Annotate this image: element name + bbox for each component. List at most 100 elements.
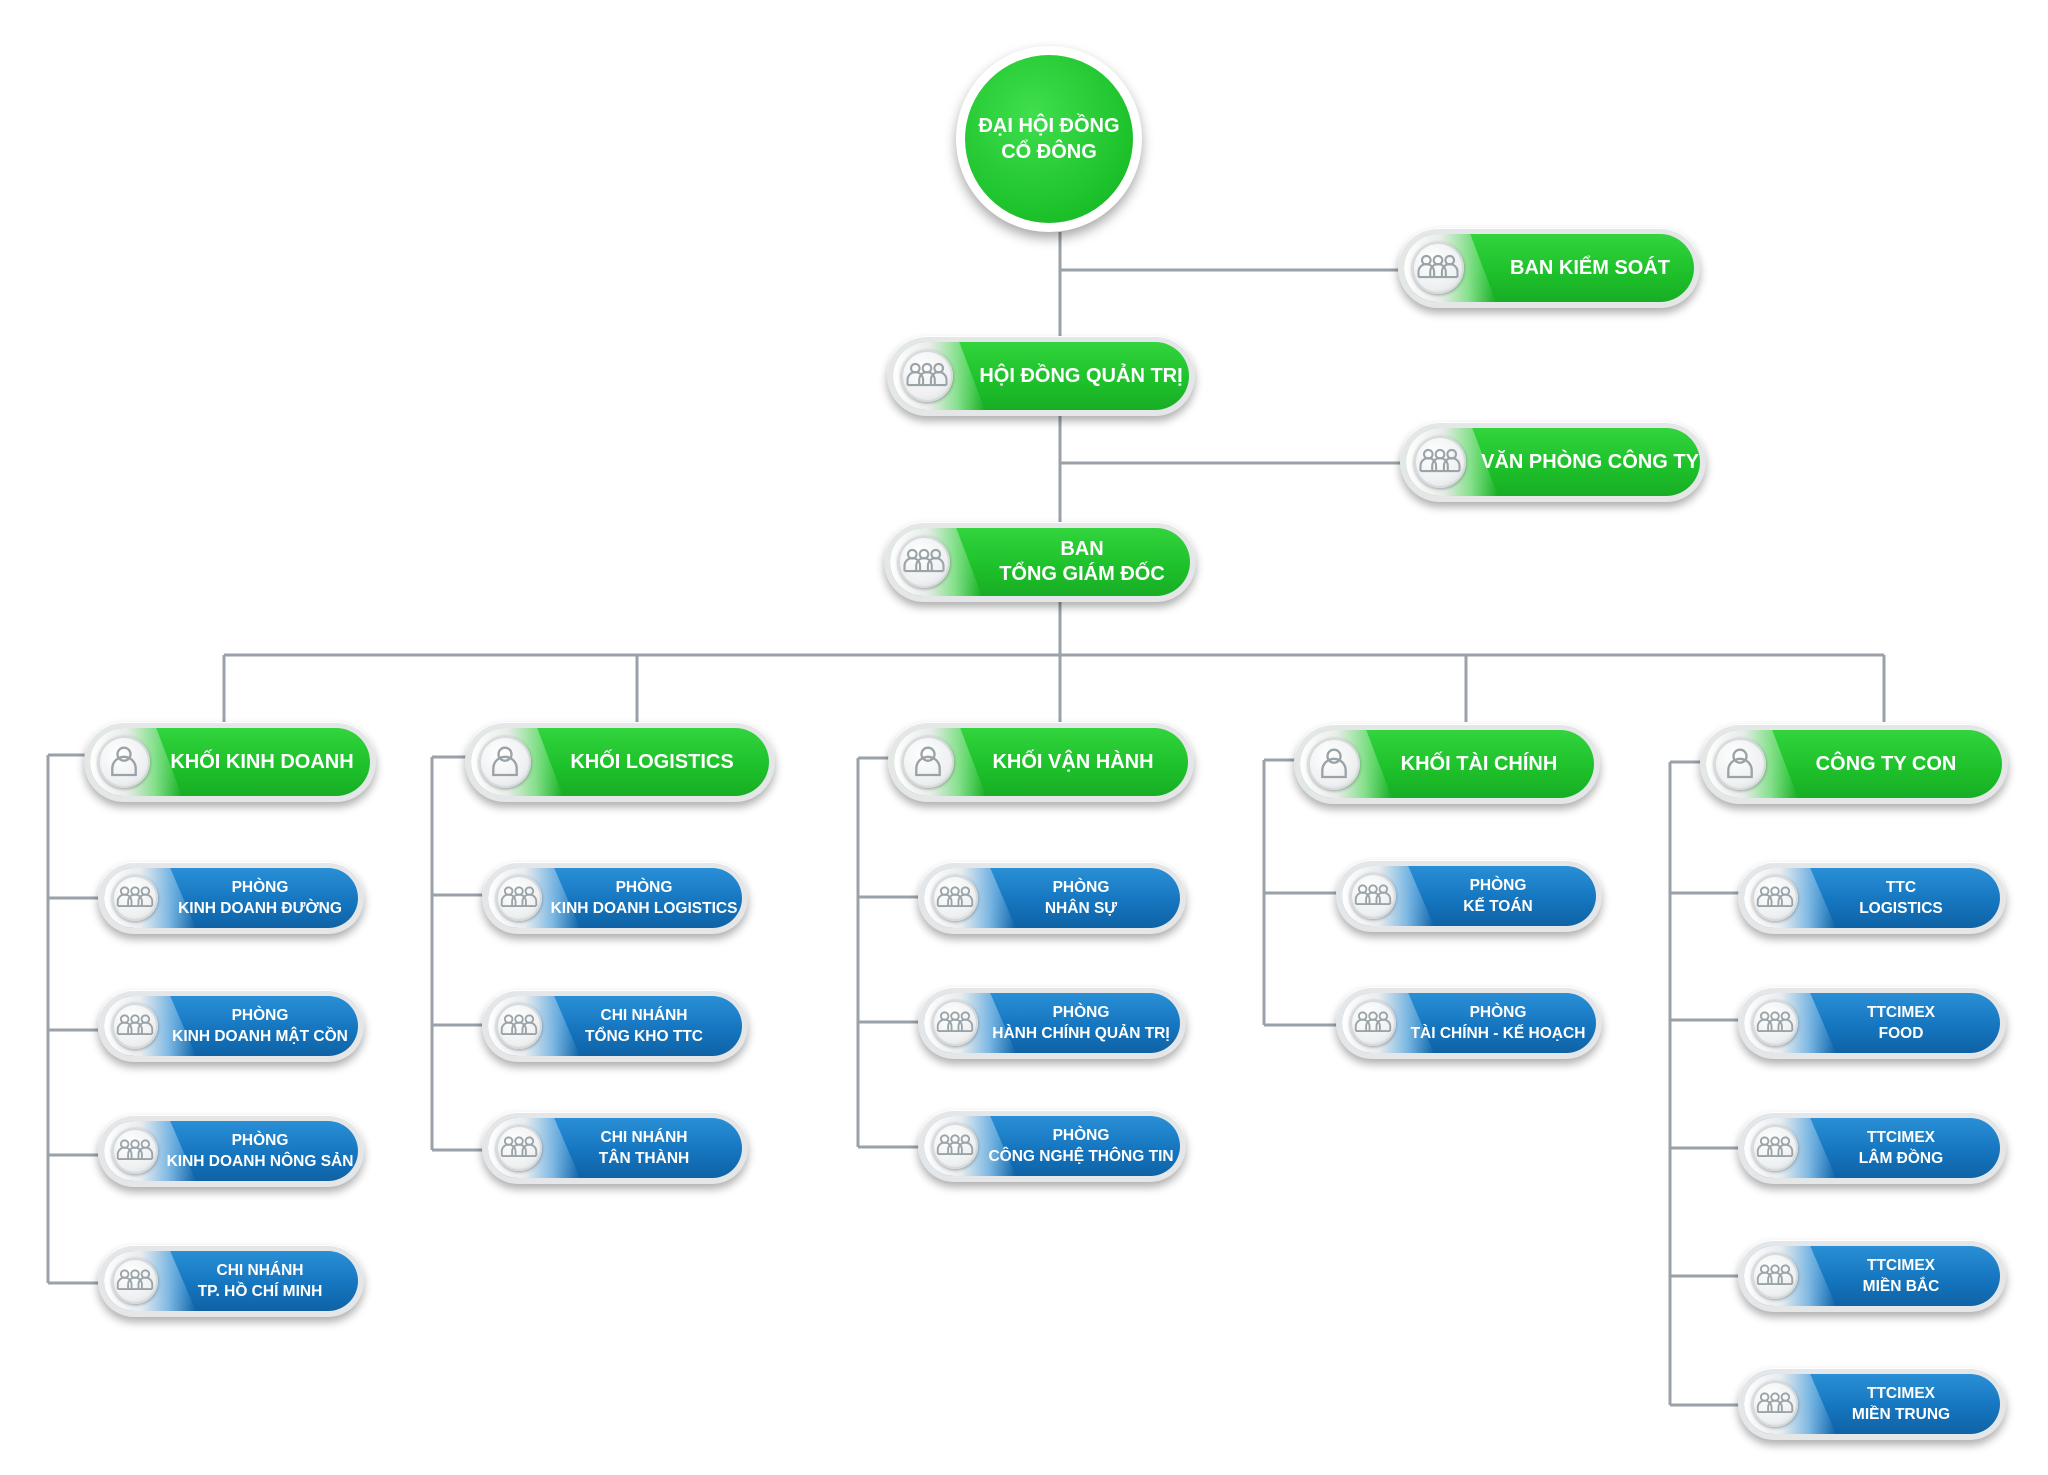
- node-hoi-dong-quan-tri: HỘI ĐỒNG QUẢN TRỊ: [887, 336, 1195, 416]
- node-label-line-2: MIỀN BẮC: [1862, 1278, 1940, 1295]
- node-label: BAN TỔNG GIÁM ĐỐC: [982, 528, 1182, 596]
- group-icon: [1752, 875, 1798, 921]
- node-label-line-2: TP. HỒ CHÍ MINH: [197, 1283, 323, 1300]
- group-icon: [112, 1128, 158, 1174]
- node-label-line-2: KẾ TOÁN: [1463, 898, 1533, 915]
- division-4-unit-2: PHÒNG TÀI CHÍNH - KẾ HOẠCH: [1336, 987, 1602, 1059]
- node-label-line-1: VĂN PHÒNG CÔNG TY: [1481, 450, 1699, 473]
- node-label-line-1: TTCIMEX: [1866, 1385, 1936, 1402]
- node-label-line-2: TỔNG KHO TTC: [585, 1028, 703, 1045]
- node-label: CHI NHÁNH TỔNG KHO TTC: [554, 996, 734, 1056]
- division-2-unit-3: CHI NHÁNH TÂN THÀNH: [482, 1112, 748, 1184]
- node-label-line-2: TỔNG GIÁM ĐỐC: [999, 563, 1165, 585]
- group-icon: [1752, 1125, 1798, 1171]
- group-icon: [112, 1258, 158, 1304]
- node-label-line-1: TTCIMEX: [1866, 1257, 1936, 1274]
- node-label: HỘI ĐỒNG QUẢN TRỊ: [979, 342, 1183, 410]
- division-header-5: CÔNG TY CON: [1700, 724, 2008, 804]
- node-label-line-1: BAN KIỂM SOÁT: [1510, 256, 1670, 279]
- node-label-line-2: KINH DOANH NÔNG SẢN: [166, 1153, 354, 1170]
- node-label-line-1: HỘI ĐỒNG QUẢN TRỊ: [979, 364, 1183, 387]
- node-label-line-2: KINH DOANH ĐƯỜNG: [178, 900, 342, 917]
- node-label-line-2: LÂM ĐỒNG: [1858, 1150, 1944, 1167]
- division-header-3: KHỐI VẬN HÀNH: [888, 722, 1194, 802]
- group-icon: [1752, 1253, 1798, 1299]
- group-icon: [932, 1000, 978, 1046]
- node-label-line-2: FOOD: [1878, 1025, 1924, 1042]
- node-label: KHỐI TÀI CHÍNH: [1372, 730, 1586, 798]
- person-icon: [1714, 738, 1766, 790]
- node-label-line-2: TÀI CHÍNH - KẾ HOẠCH: [1410, 1025, 1586, 1042]
- node-label-line-1: PHÒNG: [231, 1007, 289, 1024]
- node-label-line-1: BAN: [1060, 538, 1104, 560]
- node-label-line-1: PHÒNG: [1469, 1004, 1527, 1021]
- division-5-unit-4: TTCIMEX MIỀN BẮC: [1738, 1240, 2006, 1312]
- node-label-line-1: KHỐI KINH DOANH: [170, 750, 354, 773]
- node-label-line-1: CÔNG TY CON: [1815, 752, 1957, 775]
- node-label-line-2: KINH DOANH MẬT CỒN: [172, 1028, 348, 1045]
- node-label: BAN KIỂM SOÁT: [1494, 234, 1686, 302]
- node-label: KHỐI VẬN HÀNH: [966, 728, 1180, 796]
- group-icon: [1414, 436, 1466, 488]
- division-2-unit-1: PHÒNG KINH DOANH LOGISTICS: [482, 862, 748, 934]
- node-label-line-1: CHI NHÁNH: [600, 1129, 688, 1146]
- node-label-line-1: PHÒNG: [1052, 1127, 1110, 1144]
- node-label: KHỐI LOGISTICS: [543, 728, 761, 796]
- node-label-line-1: PHÒNG: [231, 1132, 289, 1149]
- person-icon: [902, 736, 954, 788]
- node-label-line-1: PHÒNG: [615, 879, 673, 896]
- node-label-line-1: PHÒNG: [231, 879, 289, 896]
- node-label: PHÒNG TÀI CHÍNH - KẾ HOẠCH: [1408, 993, 1588, 1053]
- node-label: VĂN PHÒNG CÔNG TY: [1481, 428, 1699, 496]
- group-icon: [901, 350, 953, 402]
- node-label-line-1: PHÒNG: [1052, 879, 1110, 896]
- node-label-line-1: CHI NHÁNH: [216, 1262, 304, 1279]
- division-1-unit-1: PHÒNG KINH DOANH ĐƯỜNG: [98, 862, 364, 934]
- node-label-line-1: KHỐI VẬN HÀNH: [992, 750, 1154, 773]
- node-label-line-2: KINH DOANH LOGISTICS: [550, 900, 738, 917]
- group-icon: [932, 875, 978, 921]
- node-ban-tgd: BAN TỔNG GIÁM ĐỐC: [884, 522, 1196, 602]
- node-label-line-1: CHI NHÁNH: [600, 1007, 688, 1024]
- node-label: TTCIMEX MIỀN BẮC: [1810, 1246, 1992, 1306]
- group-icon: [1412, 242, 1464, 294]
- node-label: PHÒNG KINH DOANH LOGISTICS: [551, 868, 738, 928]
- person-icon: [1308, 738, 1360, 790]
- node-label: CÔNG TY CON: [1778, 730, 1994, 798]
- group-icon: [898, 536, 950, 588]
- division-1-unit-3: PHÒNG KINH DOANH NÔNG SẢN: [98, 1115, 364, 1187]
- division-header-1: KHỐI KINH DOANH: [84, 722, 376, 802]
- division-header-2: KHỐI LOGISTICS: [465, 722, 775, 802]
- node-van-phong: VĂN PHÒNG CÔNG TY: [1400, 422, 1706, 502]
- node-label: CHI NHÁNH TP. HỒ CHÍ MINH: [170, 1251, 350, 1311]
- node-label: PHÒNG KINH DOANH MẬT CỒN: [170, 996, 350, 1056]
- node-label-line-2: NHÂN SỰ: [1044, 900, 1118, 917]
- root-label-line1: ĐẠI HỘI ĐỒNG: [978, 115, 1120, 137]
- node-label-line-1: KHỐI LOGISTICS: [570, 750, 734, 773]
- node-ban-kiem-soat: BAN KIỂM SOÁT: [1398, 228, 1700, 308]
- root-label-line2: CỔ ĐÔNG: [1001, 141, 1097, 163]
- node-label-line-2: TÂN THÀNH: [598, 1150, 690, 1167]
- node-label: CHI NHÁNH TÂN THÀNH: [554, 1118, 734, 1178]
- group-icon: [112, 875, 158, 921]
- division-2-unit-2: CHI NHÁNH TỔNG KHO TTC: [482, 990, 748, 1062]
- division-3-unit-1: PHÒNG NHÂN SỰ: [918, 862, 1186, 934]
- person-icon: [98, 736, 150, 788]
- node-label: PHÒNG KINH DOANH ĐƯỜNG: [170, 868, 350, 928]
- node-label: KHỐI KINH DOANH: [162, 728, 362, 796]
- group-icon: [1350, 1000, 1396, 1046]
- node-label-line-1: PHÒNG: [1052, 1004, 1110, 1021]
- group-icon: [1752, 1000, 1798, 1046]
- division-1-unit-2: PHÒNG KINH DOANH MẬT CỒN: [98, 990, 364, 1062]
